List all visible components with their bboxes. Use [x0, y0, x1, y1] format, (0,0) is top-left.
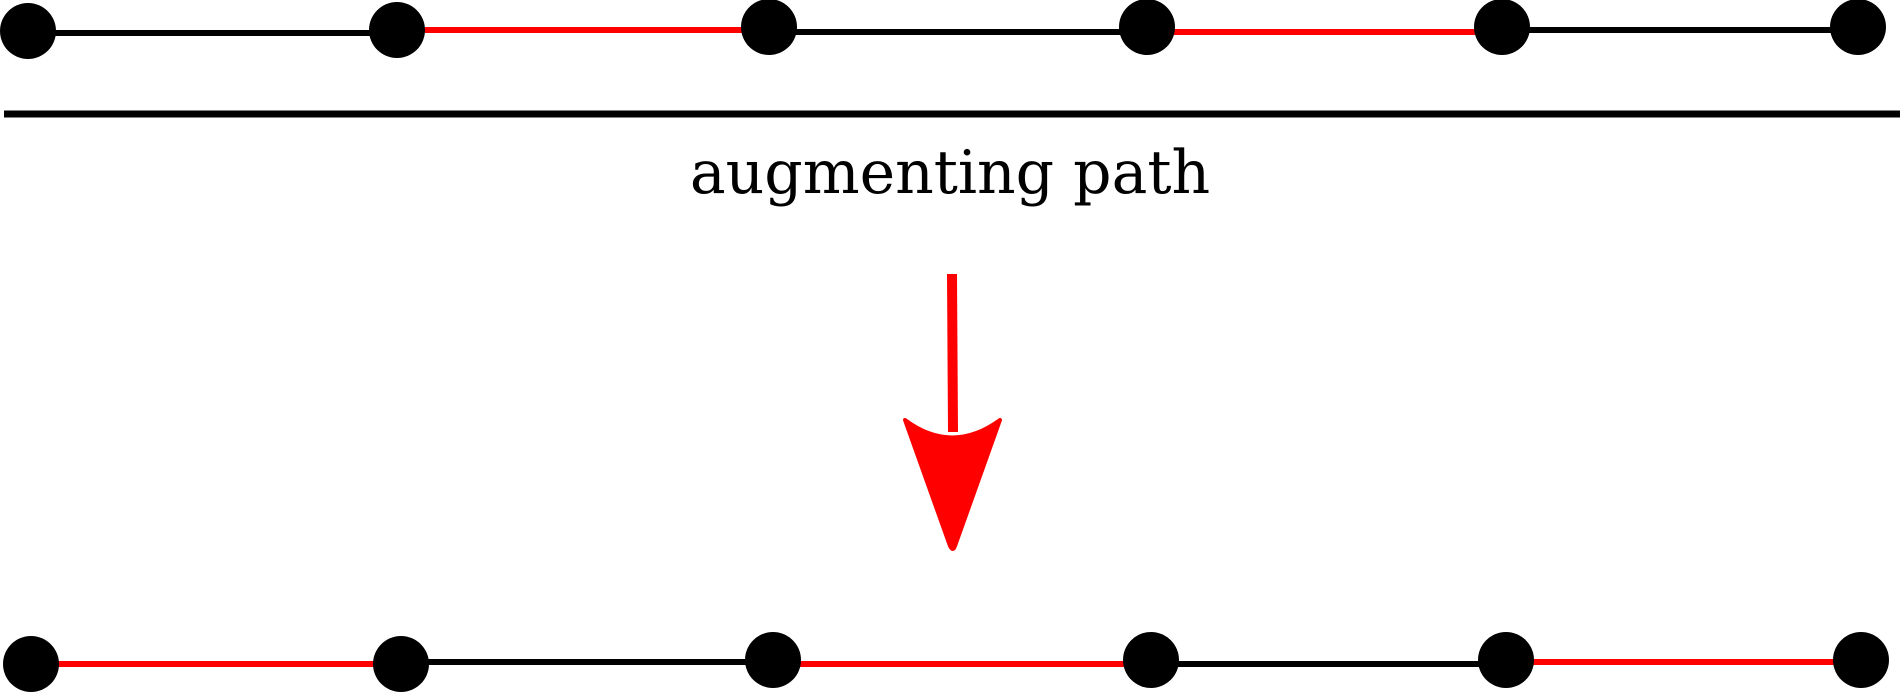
- node-after-4: [1123, 632, 1179, 688]
- node-after-3: [745, 632, 801, 688]
- node-after-1: [3, 636, 59, 692]
- path-after-augmentation: [3, 632, 1889, 692]
- node-after-5: [1478, 632, 1534, 688]
- node-before-1: [0, 3, 56, 59]
- down-arrow-icon: [903, 273, 1002, 551]
- node-before-4: [1119, 0, 1175, 55]
- path-before-augmentation: [0, 0, 1886, 59]
- node-after-6: [1833, 632, 1889, 688]
- arrow-shaft: [947, 273, 958, 433]
- caption-text: augmenting path: [690, 138, 1210, 208]
- arrow-head: [903, 418, 1002, 551]
- node-before-5: [1474, 0, 1530, 55]
- node-after-2: [373, 636, 429, 692]
- node-before-2: [369, 2, 425, 58]
- node-before-6: [1830, 0, 1886, 55]
- node-before-3: [741, 0, 797, 55]
